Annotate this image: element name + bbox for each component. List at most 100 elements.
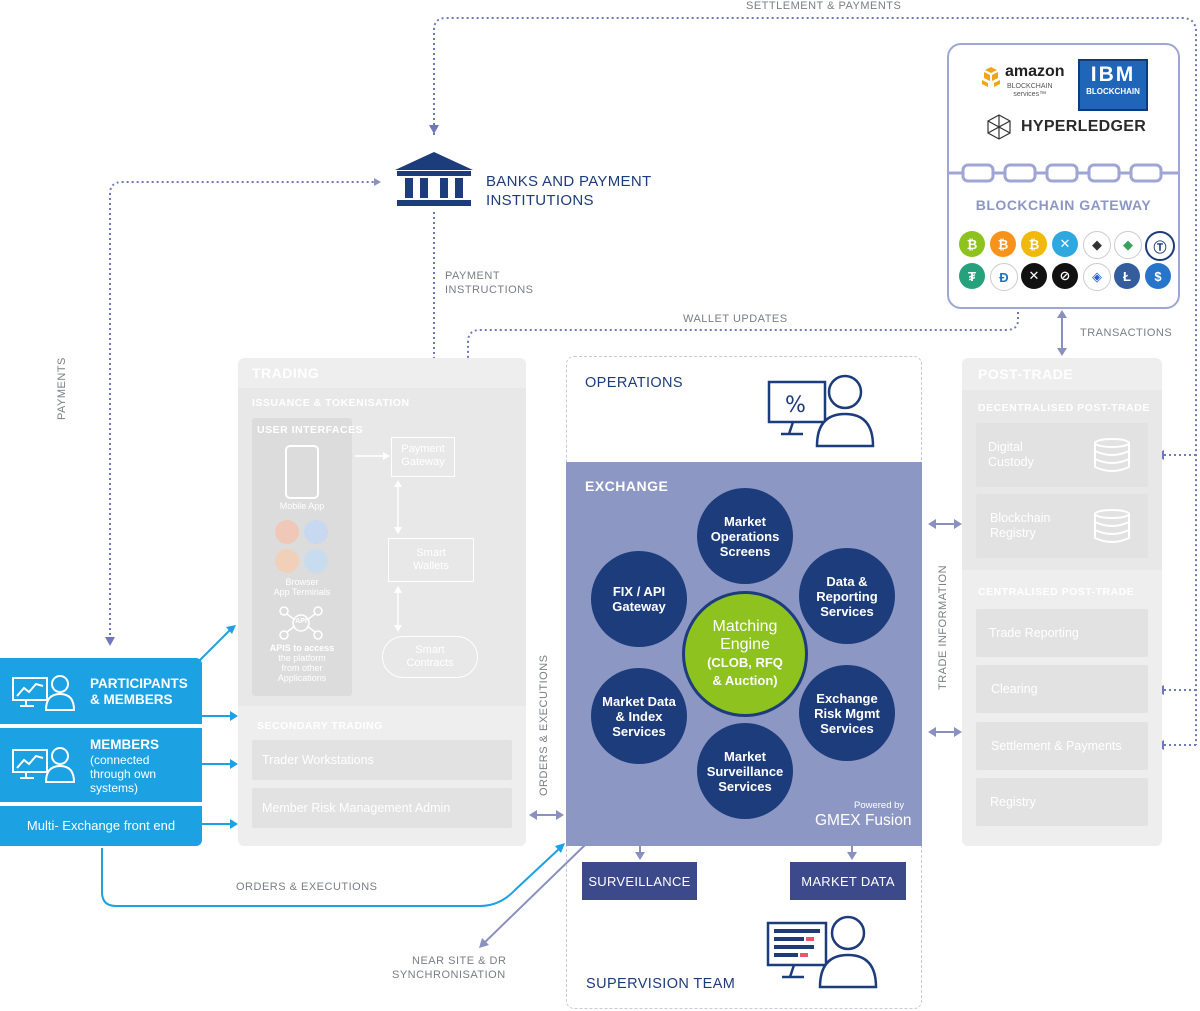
digital-custody-box[interactable]: Digital Custody: [976, 423, 1148, 487]
participants-label-1: PARTICIPANTS: [90, 676, 188, 691]
members-box[interactable]: MEMBERS (connected through own systems): [0, 728, 202, 802]
amazon-sub-1: BLOCKCHAIN: [1007, 83, 1053, 90]
exchange-risk-line-3: Services: [820, 720, 874, 736]
safari-icon: [304, 549, 328, 573]
participants-label: PARTICIPANTS & MEMBERS: [90, 676, 188, 708]
payment-instructions-label-1: PAYMENT: [445, 270, 501, 282]
matching-line-4: & Auction): [712, 673, 778, 688]
decentralised-title: DECENTRALISED POST-TRADE: [978, 402, 1150, 414]
browser-label-2: App Terminals: [273, 587, 331, 597]
chrome-icon: [275, 520, 299, 544]
database-icon: [1092, 437, 1132, 476]
bitcoin-icon: ₿: [990, 231, 1016, 257]
registry-box[interactable]: Registry: [976, 778, 1148, 826]
supervision-team-title: SUPERVISION TEAM: [586, 976, 736, 992]
participant-user-icon: [12, 672, 76, 712]
user-interfaces-box: [252, 418, 352, 696]
members-desc-3: systems): [90, 781, 138, 795]
custody-label-1: Digital: [988, 440, 1023, 454]
transactions-label: TRANSACTIONS: [1080, 327, 1173, 339]
settlement-payments-box[interactable]: Settlement & Payments: [976, 722, 1148, 770]
trader-workstations-box[interactable]: Trader Workstations: [252, 740, 512, 780]
clearing-box[interactable]: Clearing: [976, 665, 1148, 713]
dash-icon: Đ: [990, 263, 1018, 291]
chain-icon: [949, 161, 1178, 185]
ibm-sub: BLOCKCHAIN: [1086, 87, 1140, 96]
mobile-phone-icon: [285, 445, 319, 499]
secondary-trading-title: SECONDARY TRADING: [257, 720, 383, 732]
hyperledger-label: HYPERLEDGER: [1021, 118, 1147, 135]
bitcoin-gold-icon: ₿: [1021, 231, 1047, 257]
digital-custody-label: Digital Custody: [988, 440, 1034, 470]
market-data-button[interactable]: MARKET DATA: [790, 862, 906, 900]
database-icon: [1092, 508, 1132, 547]
litecoin-icon: Ł: [1114, 263, 1140, 289]
wallet-updates-label: WALLET UPDATES: [683, 313, 788, 325]
amazon-cubes-icon: [979, 65, 1003, 89]
browser-label: Browser App Terminals: [252, 577, 352, 597]
orders-executions-bottom-label: ORDERS & EXECUTIONS: [236, 881, 378, 893]
api-badge: API: [295, 618, 307, 625]
smart-contracts-label-1: Smart: [415, 644, 445, 656]
near-site-label-1: NEAR SITE & DR: [412, 955, 507, 967]
payment-gateway-box: Payment Gateway: [391, 437, 455, 477]
operations-user-icon: %: [767, 372, 879, 448]
participants-label-2: & MEMBERS: [90, 692, 173, 707]
trade-reporting-box[interactable]: Trade Reporting: [976, 609, 1148, 657]
user-interfaces-title: USER INTERFACES: [257, 424, 364, 436]
stellar-icon: ⊘: [1052, 263, 1078, 289]
smart-wallets-box: Smart Wallets: [388, 538, 474, 582]
amazon-sub-2: services™: [1013, 91, 1047, 98]
browser-label-1: Browser: [285, 577, 319, 587]
usdc-icon: $: [1145, 263, 1171, 289]
fix-api-line-1: FIX / API: [612, 584, 666, 599]
matching-line-1: Matching: [712, 618, 778, 635]
member-user-icon: [12, 744, 76, 784]
payment-gateway-label-1: Payment: [401, 443, 445, 455]
mobile-app-label: Mobile App: [279, 501, 325, 511]
banks-label-line1: BANKS AND PAYMENT: [486, 173, 652, 190]
issuance-title: ISSUANCE & TOKENISATION: [252, 397, 410, 409]
bank-icon: [393, 150, 475, 208]
smart-wallets-label-2: Wallets: [413, 560, 449, 572]
api-network-icon: API: [278, 605, 324, 641]
ethereum-classic-icon: ◆: [1114, 231, 1142, 259]
data-reporting-line-2: Reporting: [816, 588, 878, 604]
payment-gateway-label-2: Gateway: [401, 456, 445, 468]
exchange-risk-line-1: Exchange: [816, 690, 878, 706]
ie-icon: [304, 520, 328, 544]
data-reporting-line-3: Services: [820, 603, 874, 619]
registry-label-2: Registry: [990, 526, 1036, 540]
near-site-label-2: SYNCHRONISATION: [392, 969, 506, 981]
members-title: MEMBERS: [90, 737, 160, 752]
trade-information-label: TRADE INFORMATION: [937, 564, 949, 690]
apis-label-4: Applications: [277, 673, 327, 683]
wallet-updates-line: [467, 312, 1019, 525]
firefox-icon: [275, 549, 299, 573]
apis-label-2: the platform: [278, 653, 326, 663]
exchange-risk-line-2: Risk Mgmt: [814, 705, 880, 721]
layers-icon: ◈: [1083, 263, 1111, 291]
matching-line-3: (CLOB, RFQ: [707, 655, 783, 670]
apis-label-1: APIS to access: [269, 643, 335, 653]
participants-members-box[interactable]: PARTICIPANTS & MEMBERS: [0, 658, 202, 724]
member-risk-admin-box[interactable]: Member Risk Management Admin: [252, 788, 512, 828]
banks-label-line2: INSTITUTIONS: [486, 192, 594, 209]
members-desc: (connected through own systems): [90, 753, 156, 795]
blockchain-registry-box[interactable]: Blockchain Registry: [976, 494, 1148, 558]
surveillance-button[interactable]: SURVEILLANCE: [582, 862, 697, 900]
centralised-title: CENTRALISED POST-TRADE: [978, 586, 1135, 598]
apis-label-3: from other: [281, 663, 323, 673]
multi-exchange-front-end-box[interactable]: Multi- Exchange front end: [0, 806, 202, 846]
post-trade-title: POST-TRADE: [978, 366, 1074, 382]
tether-t-icon: Ⓣ: [1145, 231, 1175, 261]
gmex-fusion-label: GMEX Fusion: [815, 812, 912, 829]
tether-icon: ₮: [959, 263, 985, 289]
